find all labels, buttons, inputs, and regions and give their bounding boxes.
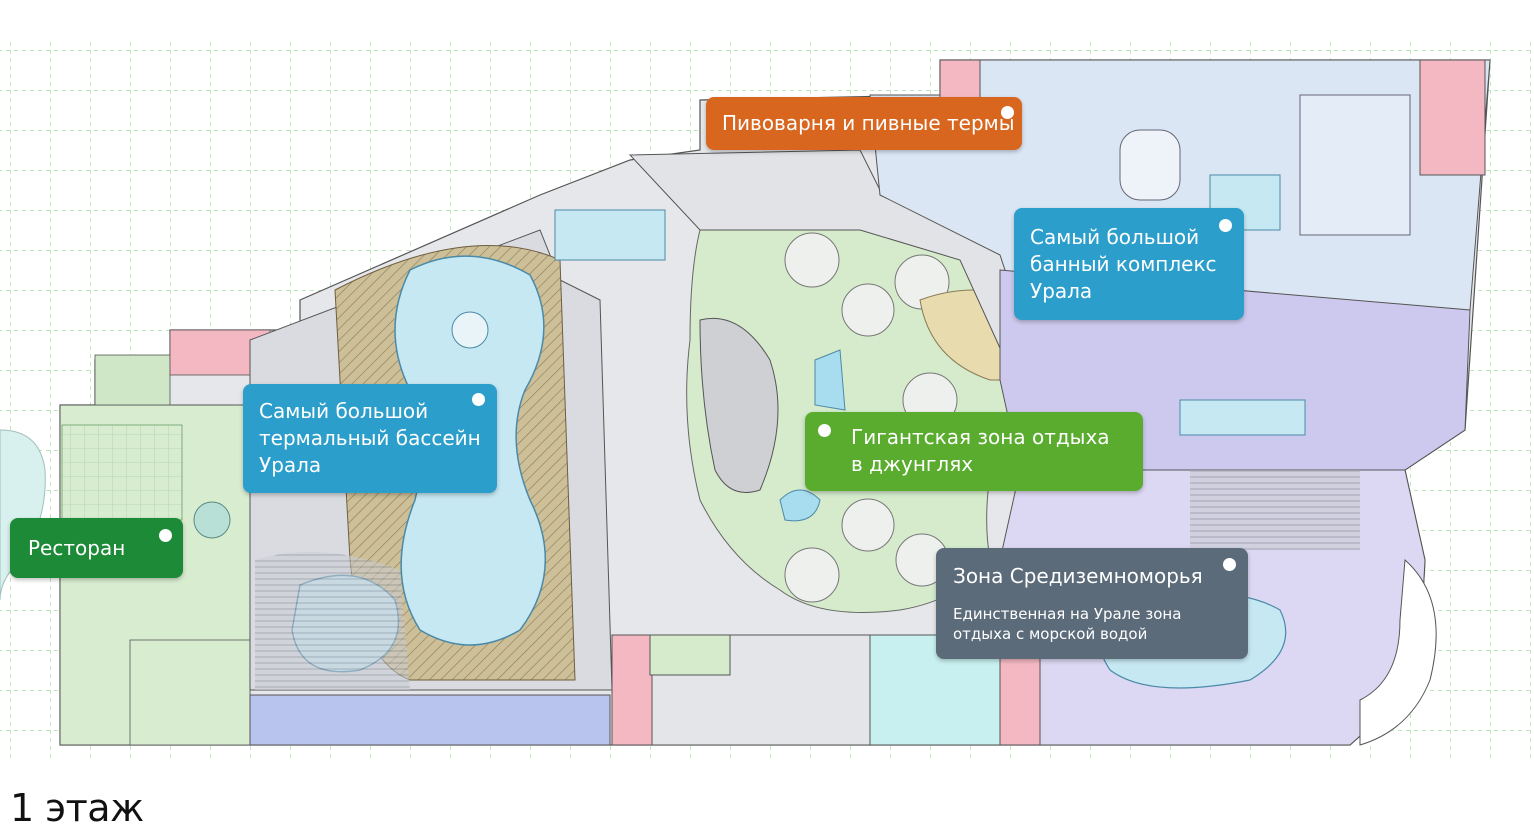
- brewery-title: Пивоварня и пивные термы: [722, 111, 1015, 135]
- restaurant-marker-icon: [159, 529, 172, 542]
- thermal-pool-callout[interactable]: Самый большой термальный бассейн Урала: [243, 384, 497, 493]
- jungle-callout[interactable]: Гигантская зона отдыха в джунглях: [805, 412, 1143, 491]
- restaurant-title: Ресторан: [28, 536, 126, 560]
- restaurant-callout[interactable]: Ресторан: [10, 518, 183, 578]
- thermal-pool-title: Самый большой термальный бассейн Урала: [259, 399, 481, 477]
- brewery-marker-icon: [1001, 106, 1014, 119]
- mediterranean-marker-icon: [1223, 558, 1236, 571]
- mediterranean-title: Зона Средиземноморья: [953, 564, 1203, 588]
- bath-complex-title: Самый большой банный комплекс Урала: [1030, 225, 1217, 303]
- mediterranean-subtitle: Единственная на Урале зона отдыха с морс…: [953, 605, 1182, 643]
- jungle-marker-icon: [818, 424, 831, 437]
- jungle-title: Гигантская зона отдыха в джунглях: [851, 425, 1110, 476]
- mediterranean-callout[interactable]: Зона Средиземноморья Единственная на Ура…: [936, 548, 1248, 659]
- thermal-pool-marker-icon: [472, 393, 485, 406]
- bath-complex-callout[interactable]: Самый большой банный комплекс Урала: [1014, 208, 1244, 320]
- brewery-callout[interactable]: Пивоварня и пивные термы: [706, 97, 1022, 150]
- floor-label: 1 этаж: [10, 786, 144, 830]
- bath-complex-marker-icon: [1219, 219, 1232, 232]
